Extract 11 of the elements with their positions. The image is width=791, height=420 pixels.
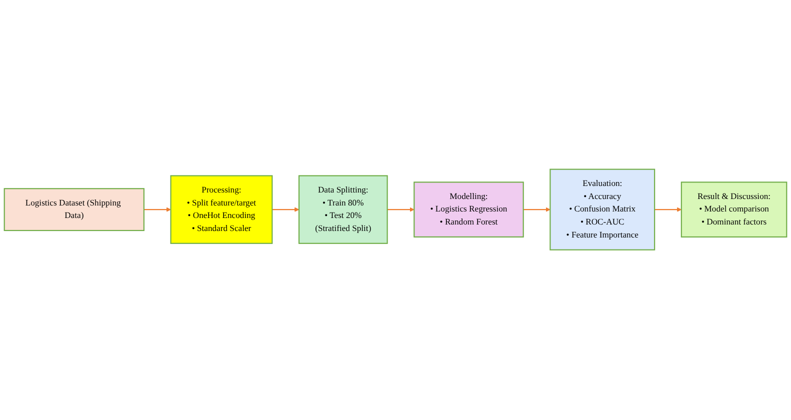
node-box: Data Splitting: • Train 80% • Test 20% (Stratified Split) <box>298 176 388 244</box>
arrow <box>387 208 414 212</box>
arrow <box>272 208 300 212</box>
node-box: Result & Discussion: • Model comparison • Dominant factors <box>680 182 788 238</box>
node-box: Logistics Dataset (Shipping Data) <box>4 188 144 232</box>
node-box: Processing: • Split feature/target • OneHot Encoding • Standard Scaler <box>170 176 273 244</box>
node-box: Modelling: • Logistics Regression • Random Forest <box>414 182 524 238</box>
node-box: Evaluation: • Accuracy • Confusion Matrix • ROC-AUC • Feature Importance <box>550 169 656 251</box>
arrow <box>144 208 171 212</box>
arrow <box>523 208 550 212</box>
arrow <box>654 208 682 212</box>
